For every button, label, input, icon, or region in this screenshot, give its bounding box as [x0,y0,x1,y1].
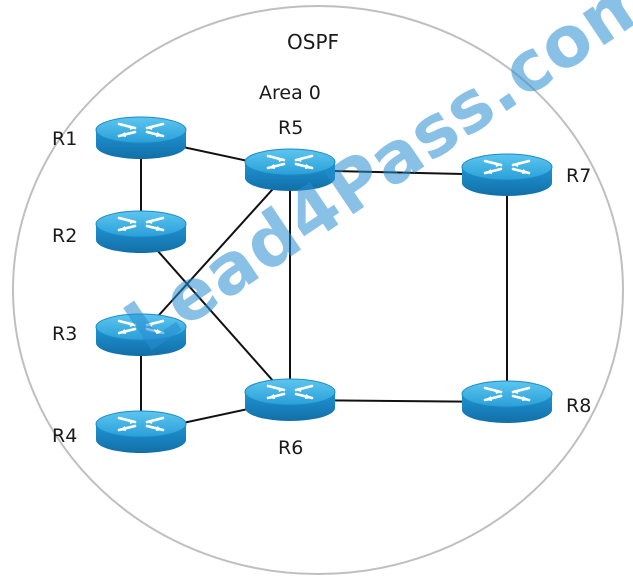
link-r2-r6 [140,231,291,401]
router-label-r1: R1 [52,128,78,150]
router-icon-r2 [95,210,187,253]
area-label: Area 0 [259,82,321,104]
router-icon-r6 [244,378,336,421]
router-label-r5: R5 [278,117,304,139]
routers-group [95,116,553,453]
router-icon-r3 [95,313,187,356]
router-icon-r7 [461,153,553,196]
ospf-title: OSPF [287,30,340,54]
router-label-r4: R4 [52,425,78,447]
router-label-r8: R8 [566,395,592,417]
router-label-r2: R2 [52,225,78,247]
router-icon-r8 [461,380,553,423]
router-icon-r1 [95,116,187,159]
router-label-r7: R7 [566,165,592,187]
area-boundary-circle [12,5,624,575]
link-r3-r5 [140,169,291,336]
router-icon-r4 [95,410,187,453]
router-icon-r5 [244,148,336,191]
router-label-r6: R6 [278,437,304,459]
router-label-r3: R3 [52,323,78,345]
